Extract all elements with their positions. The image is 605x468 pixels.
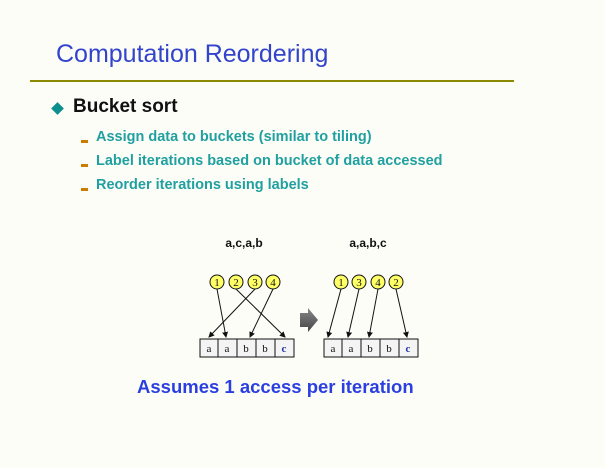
footer-note: Assumes 1 access per iteration bbox=[137, 376, 414, 397]
dash-bullet-icon bbox=[81, 188, 88, 191]
access-line bbox=[249, 288, 274, 338]
sub-bullet-3: Reorder iterations using labels bbox=[96, 177, 309, 193]
access-line bbox=[235, 288, 286, 338]
sub-bullet-1: Assign data to buckets (similar to tilin… bbox=[96, 129, 372, 145]
right-iteration-4: 4 bbox=[370, 274, 386, 290]
access-line bbox=[395, 288, 409, 338]
left-iteration-4: 4 bbox=[265, 274, 281, 290]
right-iteration-3: 3 bbox=[351, 274, 367, 290]
svg-text:3: 3 bbox=[252, 277, 258, 289]
svg-text:1: 1 bbox=[338, 277, 344, 289]
data-cell: c bbox=[282, 343, 287, 355]
right-iteration-2: 2 bbox=[388, 274, 404, 290]
data-cell: a bbox=[331, 343, 336, 355]
left-sequence-label: a,c,a,b bbox=[225, 236, 262, 250]
access-line bbox=[208, 288, 256, 338]
title-underline bbox=[30, 80, 514, 82]
data-cell: b bbox=[262, 343, 268, 355]
data-cell: b bbox=[243, 343, 249, 355]
access-line bbox=[346, 288, 360, 338]
access-line bbox=[366, 288, 379, 338]
dash-bullet-icon bbox=[81, 164, 88, 167]
right-sequence-label: a,a,b,c bbox=[349, 236, 387, 250]
access-line bbox=[326, 288, 342, 338]
svg-text:4: 4 bbox=[375, 277, 381, 289]
left-iteration-2: 2 bbox=[228, 274, 244, 290]
svg-text:4: 4 bbox=[270, 277, 276, 289]
svg-text:2: 2 bbox=[393, 277, 399, 289]
data-cell: c bbox=[406, 343, 411, 355]
left-iteration-3: 3 bbox=[247, 274, 263, 290]
svg-text:3: 3 bbox=[356, 277, 362, 289]
right-data-array: a a b b c bbox=[323, 338, 419, 358]
data-cell: b bbox=[386, 343, 392, 355]
slide-title: Computation Reordering bbox=[56, 40, 329, 68]
bullet-main-text: Bucket sort bbox=[73, 96, 178, 117]
access-line bbox=[216, 288, 229, 338]
dash-bullet-icon bbox=[81, 140, 88, 143]
right-arrow-icon bbox=[300, 308, 318, 332]
svg-text:2: 2 bbox=[233, 277, 239, 289]
left-iteration-1: 1 bbox=[209, 274, 225, 290]
data-cell: a bbox=[225, 343, 230, 355]
data-cell: b bbox=[367, 343, 373, 355]
sub-bullet-2: Label iterations based on bucket of data… bbox=[96, 153, 443, 169]
svg-text:1: 1 bbox=[214, 277, 220, 289]
right-iteration-1: 1 bbox=[333, 274, 349, 290]
data-cell: a bbox=[349, 343, 354, 355]
left-data-array: a a b b c bbox=[199, 338, 295, 358]
data-cell: a bbox=[207, 343, 212, 355]
